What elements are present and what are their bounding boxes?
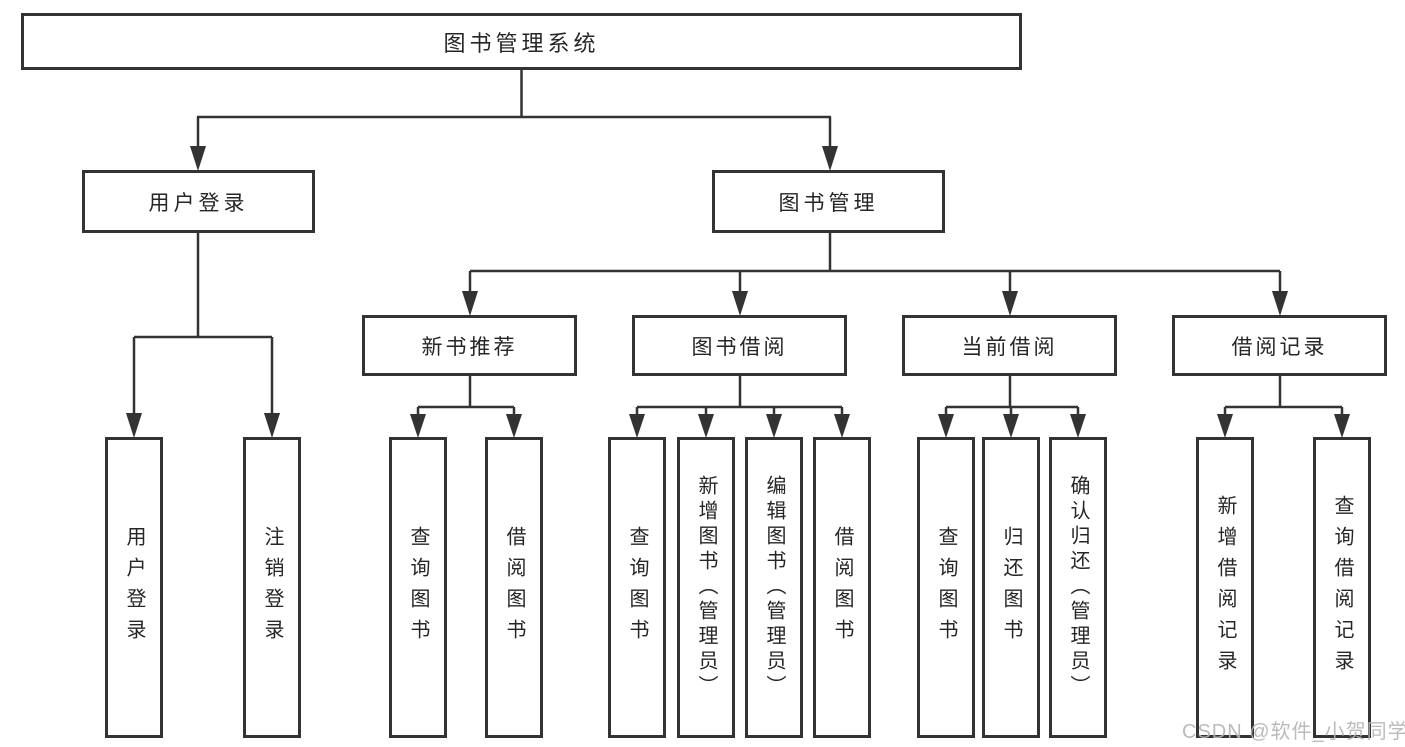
leaf-query-books-2: 查询图书 — [608, 437, 666, 738]
leaf-logout: 注销登录 — [243, 437, 301, 738]
leaf-label: 查询图书 — [407, 525, 429, 650]
node-user-login-module: 用户登录 — [82, 170, 315, 233]
leaf-query-books-1: 查询图书 — [389, 437, 447, 738]
leaf-confirm-return-admin: 确认归还（管理员） — [1049, 437, 1107, 738]
leaf-return-books: 归还图书 — [982, 437, 1040, 738]
leaf-add-borrow-record: 新增借阅记录 — [1196, 437, 1254, 738]
node-book-management-module: 图书管理 — [712, 170, 945, 233]
leaf-label: 注销登录 — [261, 525, 283, 650]
node-new-book-recommend: 新书推荐 — [362, 315, 577, 376]
leaf-query-borrow-record: 查询借阅记录 — [1313, 437, 1371, 738]
leaf-borrow-books-1: 借阅图书 — [485, 437, 543, 738]
leaf-label: 确认归还（管理员） — [1067, 475, 1089, 700]
leaf-label: 归还图书 — [1000, 525, 1022, 650]
watermark-text: CSDN @软件_小贺同学 — [1182, 721, 1405, 743]
node-book-borrowing: 图书借阅 — [632, 315, 847, 376]
leaf-label: 借阅图书 — [503, 525, 525, 650]
leaf-edit-books-admin: 编辑图书（管理员） — [745, 437, 803, 738]
leaf-label: 查询图书 — [935, 525, 957, 650]
leaf-label: 编辑图书（管理员） — [763, 475, 785, 700]
node-root-system: 图书管理系统 — [21, 13, 1022, 70]
leaf-user-login: 用户登录 — [105, 437, 163, 738]
leaf-label: 新增图书（管理员） — [695, 475, 717, 700]
leaf-label: 查询图书 — [626, 525, 648, 650]
leaf-label: 查询借阅记录 — [1331, 494, 1353, 681]
leaf-label: 用户登录 — [123, 525, 145, 650]
leaf-add-books-admin: 新增图书（管理员） — [677, 437, 735, 738]
node-borrowing-records: 借阅记录 — [1172, 315, 1387, 376]
node-current-borrowing: 当前借阅 — [902, 315, 1117, 376]
leaf-label: 新增借阅记录 — [1214, 494, 1236, 681]
leaf-query-books-3: 查询图书 — [917, 437, 975, 738]
leaf-borrow-books-2: 借阅图书 — [813, 437, 871, 738]
leaf-label: 借阅图书 — [831, 525, 853, 650]
